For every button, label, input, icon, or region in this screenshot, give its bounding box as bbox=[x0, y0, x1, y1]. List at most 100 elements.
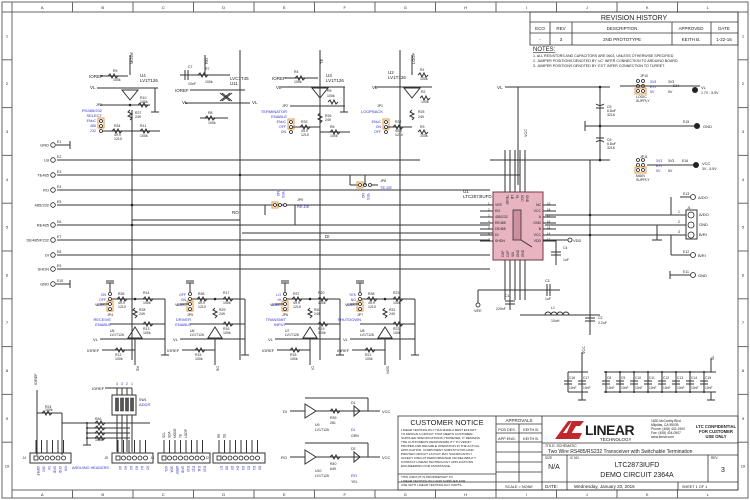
header-j2[interactable] bbox=[212, 452, 266, 464]
r9-val: 100k bbox=[113, 78, 121, 82]
resistor-val: 100k bbox=[318, 301, 326, 305]
header-j3[interactable] bbox=[157, 452, 211, 464]
address-line: Milpitas, CA 95035 bbox=[651, 423, 679, 427]
e13-net: A/DO bbox=[698, 195, 708, 200]
jumper-jp9[interactable]: NO YES JP9 RE-DE bbox=[264, 191, 310, 225]
ioref-label: IOREF bbox=[262, 348, 275, 353]
turret-e14[interactable] bbox=[692, 87, 698, 93]
jumper-jp11[interactable]: JP11 3V3 EXT 5V MAIN SUPPLY 3V3 5V bbox=[634, 155, 674, 182]
resistor-val2: 1210 bbox=[368, 305, 376, 309]
header-j5[interactable] bbox=[111, 452, 154, 464]
r7-val: 100k bbox=[205, 80, 213, 84]
address-line: Phone: (408) 432-1900 bbox=[651, 427, 685, 431]
header-pin-label: SCL bbox=[164, 466, 168, 472]
jumper-jp3[interactable]: JP3 RS485/232 SELECT ENuC 485 232 R34 49… bbox=[82, 103, 160, 141]
turret-pad[interactable] bbox=[50, 252, 56, 258]
turret-e13[interactable] bbox=[690, 194, 696, 200]
turret-pad[interactable] bbox=[50, 202, 56, 208]
turret-e16[interactable] bbox=[693, 162, 699, 168]
jp6-opt: HI bbox=[278, 298, 282, 302]
rev-label: REV. bbox=[711, 456, 718, 460]
turret-pad[interactable] bbox=[50, 157, 56, 163]
resistor-val: 49.9 bbox=[198, 301, 205, 305]
turret-ref: E6 bbox=[57, 220, 61, 224]
r33-val: 49.9 bbox=[301, 129, 308, 133]
turret-ref: E5 bbox=[57, 200, 61, 204]
company-sub: TECHNOLOGY bbox=[600, 437, 632, 442]
row-marker: 8 bbox=[742, 368, 745, 373]
resistor-ref: R28 bbox=[139, 308, 145, 312]
c4-ref: C4 bbox=[563, 246, 568, 250]
header-top-label: SDA bbox=[168, 431, 172, 438]
jumper-jp1[interactable]: JP1 LOOPBACK ENuC ON OFF R32 49.9 1210 R… bbox=[361, 104, 429, 138]
dip-switch-lever[interactable] bbox=[115, 397, 119, 412]
row-marker: 2 bbox=[6, 81, 9, 86]
buffer-u4-mode: MODE U4 LV1T126 IOREF R9 100k VL R10 100… bbox=[89, 52, 159, 121]
dip-switch-lever[interactable] bbox=[120, 397, 124, 412]
r25-ref: R25 bbox=[418, 110, 424, 114]
jp11-opt3: 5V bbox=[656, 169, 661, 173]
turret-e11[interactable] bbox=[690, 272, 696, 278]
resistor-val: 100k bbox=[318, 331, 326, 335]
turret-ref: E9 bbox=[57, 264, 61, 268]
r4-ref: R4 bbox=[294, 70, 299, 74]
sw1-pin-number: 2 bbox=[126, 382, 128, 386]
turret-pad[interactable] bbox=[50, 266, 56, 272]
turret-pad[interactable] bbox=[50, 237, 56, 243]
rev-eco: - bbox=[539, 37, 541, 42]
turret-pad[interactable] bbox=[50, 172, 56, 178]
header-pin-label: D7 bbox=[219, 466, 223, 470]
notice-line: ENGINEERING FOR ASSISTANCE. bbox=[401, 464, 451, 468]
vee-test-point[interactable] bbox=[475, 302, 481, 308]
column-marker: A bbox=[41, 492, 44, 497]
ic-pin-number: 4 bbox=[488, 220, 490, 224]
row-marker: 9 bbox=[6, 416, 9, 421]
net-label: RE bbox=[136, 366, 140, 372]
column-marker: D bbox=[222, 5, 225, 10]
turret-pad[interactable] bbox=[50, 222, 56, 228]
jumper-jp2[interactable]: JP2 TERMINATOR ENABLE ENuC OFF ON R33 49… bbox=[261, 104, 350, 138]
resistor-val: 249 bbox=[389, 312, 395, 316]
approvals-title: APPROVALS bbox=[506, 418, 533, 423]
header-pin-label: GND bbox=[53, 466, 57, 474]
ic-pin-name: LB bbox=[510, 195, 514, 199]
turret-e12[interactable] bbox=[690, 252, 696, 258]
date-label: DATE: bbox=[545, 484, 558, 489]
header-pin-label: VIN bbox=[64, 466, 68, 472]
vl-label: VL bbox=[343, 337, 349, 342]
dip-switch-lever[interactable] bbox=[125, 397, 129, 412]
buffer-ref: U7 bbox=[285, 329, 290, 333]
connector-j1[interactable]: J1 A/DO GND B/RI 1 2 3 bbox=[545, 196, 709, 256]
header-j4[interactable] bbox=[29, 452, 72, 464]
vcc-label-ic: VCC bbox=[524, 129, 528, 137]
turret-pad[interactable] bbox=[50, 187, 56, 193]
dip-switch-lever[interactable] bbox=[130, 397, 134, 412]
turret-net-label: GND bbox=[40, 282, 49, 287]
row-marker: 1 bbox=[6, 33, 9, 38]
j1-pin3: B/RI bbox=[699, 232, 707, 237]
jumper-jp8[interactable]: NO YES JP8 TE-DE bbox=[349, 175, 392, 201]
turret-pad[interactable] bbox=[50, 281, 56, 287]
vdd-test-point[interactable] bbox=[567, 237, 573, 243]
turret-e15[interactable] bbox=[694, 123, 700, 129]
rev-approved: KEITH B. bbox=[682, 37, 701, 42]
jp3-title2: SELECT bbox=[86, 113, 102, 118]
cap-ref: C11 bbox=[649, 376, 655, 380]
jumper-jp10[interactable]: JP10 3V3 EXT 5V LOGIC SUPPLY 3V3 5V bbox=[620, 74, 700, 103]
row-marker: 9 bbox=[742, 416, 745, 421]
turret-pad[interactable] bbox=[50, 142, 56, 148]
